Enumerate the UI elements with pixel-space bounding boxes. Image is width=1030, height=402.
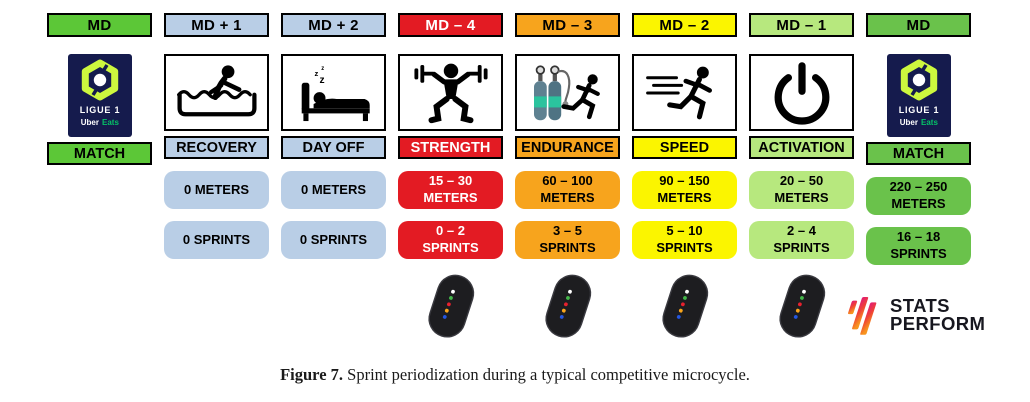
microcycle-board: MD LIGUE 1 Uber Eats MATCH MD + 1	[47, 13, 971, 345]
stats-perform-slashes-icon	[848, 297, 877, 335]
stats-perform-logo: STATS PERFORM	[846, 290, 985, 340]
uber-wordmark: Uber	[80, 118, 98, 127]
session-label-day-off: DAY OFF	[281, 136, 386, 159]
ligue1-logo: LIGUE 1 Uber Eats	[886, 54, 951, 137]
session-label-strength: STRENGTH	[398, 136, 503, 159]
session-label-speed: SPEED	[632, 136, 737, 159]
sprints-pill: 0 SPRINTS	[164, 221, 269, 259]
day-header-md-match: MD	[866, 13, 971, 37]
sprints-unit: SPRINTS	[422, 240, 479, 255]
figure-caption-text: Sprint periodization during a typical co…	[343, 365, 750, 384]
speed-icon	[632, 54, 737, 131]
meters-range: 15 – 30	[428, 173, 473, 189]
sprints-range: 16 – 18	[896, 229, 941, 245]
gps-tracker-pod	[632, 269, 737, 345]
sprints-unit: SPRINTS	[656, 240, 713, 255]
activation-power-icon	[749, 54, 854, 131]
recovery-icon	[164, 54, 269, 131]
sprints-value: 0 SPRINTS	[182, 231, 251, 247]
meters-pill: 0 METERS	[281, 171, 386, 209]
svg-text:z: z	[314, 69, 318, 78]
session-label-match: MATCH	[866, 142, 971, 165]
day-header-md-minus-4: MD – 4	[398, 13, 503, 37]
figure-caption-label: Figure 7.	[280, 365, 344, 384]
ligue1-logo-icon: LIGUE 1 Uber Eats	[79, 59, 120, 127]
meters-unit: METERS	[774, 190, 829, 205]
meters-range: 60 – 100	[542, 173, 593, 189]
sprints-range: 0 – 2	[436, 223, 465, 239]
session-label-recovery: RECOVERY	[164, 136, 269, 159]
svg-text:z: z	[319, 74, 324, 85]
gps-tracker-pod	[398, 269, 503, 345]
sprints-unit: SPRINTS	[539, 240, 596, 255]
day-header-md-plus-2: MD + 2	[281, 13, 386, 37]
column-md-pre: MD LIGUE 1 Uber Eats MATCH	[47, 13, 152, 345]
meters-value: 0 METERS	[300, 181, 366, 197]
ligue1-logo-icon: LIGUE 1 Uber Eats	[898, 59, 939, 127]
uber-wordmark: Uber	[899, 118, 917, 127]
session-label-activation: ACTIVATION	[749, 136, 854, 159]
day-header-md-minus-2: MD – 2	[632, 13, 737, 37]
eats-wordmark: Eats	[921, 118, 938, 127]
meters-unit: METERS	[423, 190, 478, 205]
session-label-endurance: ENDURANCE	[515, 136, 620, 159]
eats-wordmark: Eats	[102, 118, 119, 127]
meters-range: 90 – 150	[659, 173, 710, 189]
meters-unit: METERS	[891, 196, 946, 211]
sprints-range: 2 – 4	[787, 223, 816, 239]
sprints-range: 3 – 5	[553, 223, 582, 239]
strength-icon	[398, 54, 503, 131]
endurance-icon	[515, 54, 620, 131]
sprints-value: 0 SPRINTS	[299, 231, 368, 247]
sprints-unit: SPRINTS	[773, 240, 830, 255]
sprints-pill: 0 SPRINTS	[281, 221, 386, 259]
column-md-minus-4: MD – 4 STRENGTH	[398, 13, 503, 345]
svg-text:z: z	[321, 66, 324, 72]
meters-unit: METERS	[657, 190, 712, 205]
stats-perform-wordmark: STATS PERFORM	[890, 295, 986, 334]
day-header-md-plus-1: MD + 1	[164, 13, 269, 37]
column-md-minus-3: MD – 3	[515, 13, 620, 345]
meters-value: 0 METERS	[183, 181, 249, 197]
day-off-icon: z z z	[281, 54, 386, 131]
meters-range: 220 – 250	[889, 179, 948, 195]
ligue1-wordmark: LIGUE 1	[79, 105, 120, 115]
ligue1-logo: LIGUE 1 Uber Eats	[67, 54, 132, 137]
day-header-md-pre: MD	[47, 13, 152, 37]
day-header-md-minus-3: MD – 3	[515, 13, 620, 37]
sprints-unit: SPRINTS	[890, 246, 947, 261]
ligue1-wordmark: LIGUE 1	[898, 105, 939, 115]
session-label-match-pre: MATCH	[47, 142, 152, 165]
figure-caption: Figure 7. Sprint periodization during a …	[0, 365, 1030, 385]
meters-pill: 0 METERS	[164, 171, 269, 209]
day-header-md-minus-1: MD – 1	[749, 13, 854, 37]
column-md-plus-1: MD + 1 RECOVERY 0 METERS 0 SPRINTS	[164, 13, 269, 345]
meters-unit: METERS	[540, 190, 595, 205]
meters-range: 20 – 50	[779, 173, 824, 189]
column-md-plus-2: MD + 2 z z z DAY OFF 0 METERS	[281, 13, 386, 345]
gps-tracker-pod	[749, 269, 854, 345]
sprints-range: 5 – 10	[666, 223, 703, 239]
gps-tracker-pod	[515, 269, 620, 345]
